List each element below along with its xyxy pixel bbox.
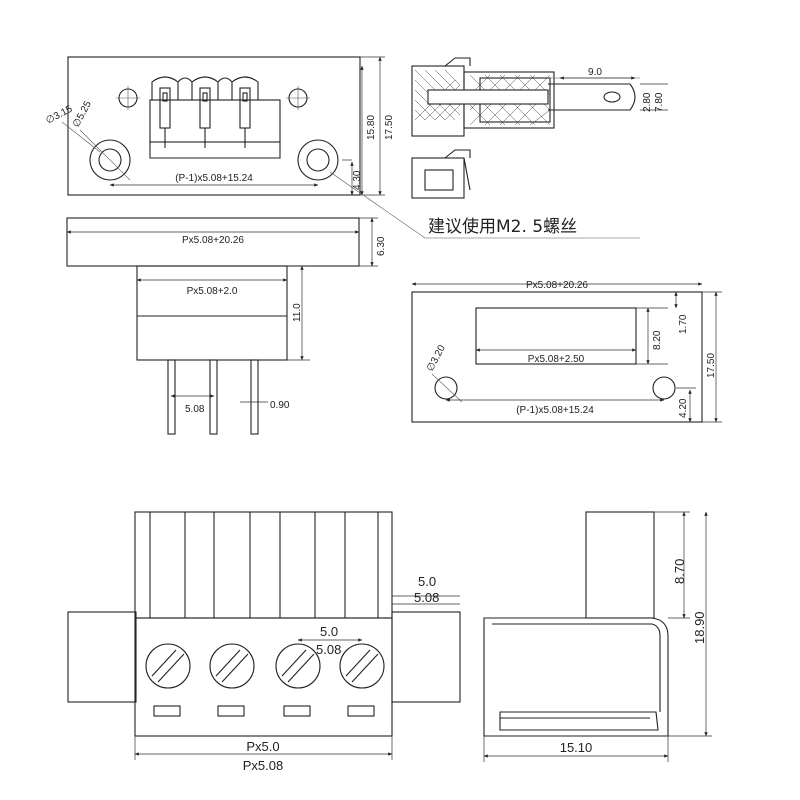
dim-pin-length: 9.0 <box>588 67 602 78</box>
dim-hole-diameter: ∅3.15 <box>44 104 74 127</box>
dim-edge-b: 5.08 <box>414 590 439 605</box>
dim-body-height: 11.0 <box>292 303 303 322</box>
screw-recommendation-note: 建议使用M2. 5螺丝 <box>428 216 577 237</box>
dim-mount-circle: ∅5.25 <box>71 99 94 129</box>
dim-cutout-total-width: Px5.08+20.26 <box>526 280 588 291</box>
dim-pin-dia-small: 2.80 <box>642 92 653 112</box>
dim-pin-dia-large: 7.80 <box>654 92 665 112</box>
dim-upper-height: 8.70 <box>672 559 687 584</box>
header-front-view: ∅5.25 ∅3.15 (P-1)x5.08+15.24 15.80 17.50… <box>44 56 640 239</box>
dim-cutout-hole: ∅3.20 <box>425 343 448 373</box>
dim-outer-height: 17.50 <box>384 115 395 140</box>
dim-pitch-b: 5.08 <box>316 642 341 657</box>
plug-side-view: 8.70 18.90 15.10 <box>483 511 712 762</box>
header-side-section: 9.0 2.80 7.80 <box>411 57 668 199</box>
dim-window-width: Px5.08+2.50 <box>528 354 585 365</box>
screw-row <box>145 643 385 689</box>
dim-cutout-total-height: 17.50 <box>706 353 717 378</box>
dim-pin-diameter: 0.90 <box>270 400 290 411</box>
panel-cutout-view: Px5.08+20.26 8.20 1.70 Px5.08+2.50 17.50… <box>411 280 722 423</box>
dim-pin-pitch: 5.08 <box>185 404 205 415</box>
dim-window-height: 8.20 <box>652 330 663 350</box>
dim-total-height: 18.90 <box>692 611 707 644</box>
plug-front-view: 5.0 5.08 5.0 5.08 Px5.0 Px5.08 <box>67 511 461 773</box>
dim-cutout-hole-spacing: (P-1)x5.08+15.24 <box>516 405 594 416</box>
dim-flange-height: 6.30 <box>376 236 387 256</box>
dim-pitch-a: 5.0 <box>320 624 338 639</box>
pcb-mount-view: Px5.08+20.26 6.30 Px5.08+2.0 11.0 5.08 0… <box>66 217 387 435</box>
dim-plug-width-b: Px5.08 <box>243 758 283 773</box>
dim-depth: 15.10 <box>560 740 593 755</box>
dim-plug-width-a: Px5.0 <box>246 739 279 754</box>
dim-hole-offset: 4.30 <box>352 170 363 190</box>
dim-pcb-total-width: Px5.08+20.26 <box>182 235 244 246</box>
dim-body-width: Px5.08+2.0 <box>187 286 238 297</box>
dim-hole-spacing: (P-1)x5.08+15.24 <box>175 173 253 184</box>
dim-window-offset: 1.70 <box>678 314 689 334</box>
dim-inner-height: 15.80 <box>366 115 377 140</box>
dim-edge-a: 5.0 <box>418 574 436 589</box>
dim-cutout-hole-offset: 4.20 <box>678 398 689 418</box>
